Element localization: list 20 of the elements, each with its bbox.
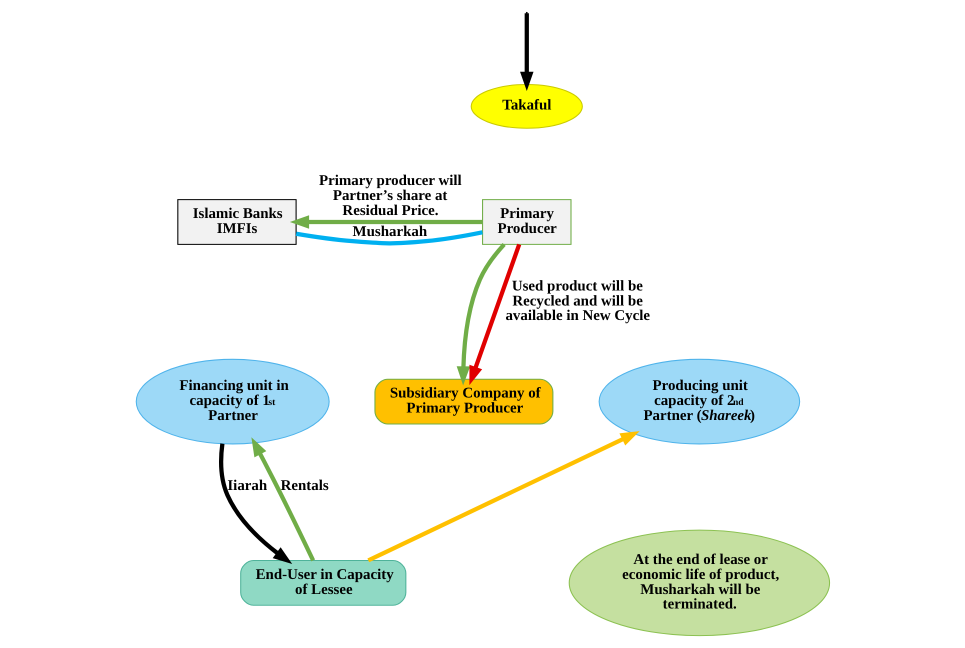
arrow bbox=[366, 431, 640, 562]
node-box: Subsidiary Company of Primary Producer bbox=[374, 378, 553, 425]
arrow bbox=[218, 443, 292, 564]
node-ellipse: Takaful bbox=[470, 84, 582, 129]
node-ellipse: At the end of lease or economic life of product, Musharkah will be terminated. bbox=[568, 530, 830, 636]
node-box: Primary Producer bbox=[482, 199, 572, 245]
edge-label: Used product will be Recycled and will be available in New Cycle bbox=[504, 278, 650, 324]
connector bbox=[295, 230, 482, 246]
edge-label: Musharkah bbox=[352, 224, 427, 240]
arrow bbox=[456, 242, 506, 386]
edge-label: Rentals bbox=[280, 478, 328, 494]
node-ellipse: Financing unit in capacity of 1st Partner bbox=[135, 358, 330, 444]
edge-label: Primary producer will Partner’s share at Residual Price. bbox=[318, 172, 462, 219]
arrow bbox=[250, 437, 315, 562]
node-box: End-User in Capacity of Lessee bbox=[240, 560, 406, 606]
arrow bbox=[289, 215, 482, 229]
arrow bbox=[468, 244, 521, 386]
edge-label: Iiarah bbox=[226, 478, 267, 494]
arrow bbox=[520, 13, 534, 91]
node-box: Islamic Banks IMFIs bbox=[176, 199, 296, 245]
